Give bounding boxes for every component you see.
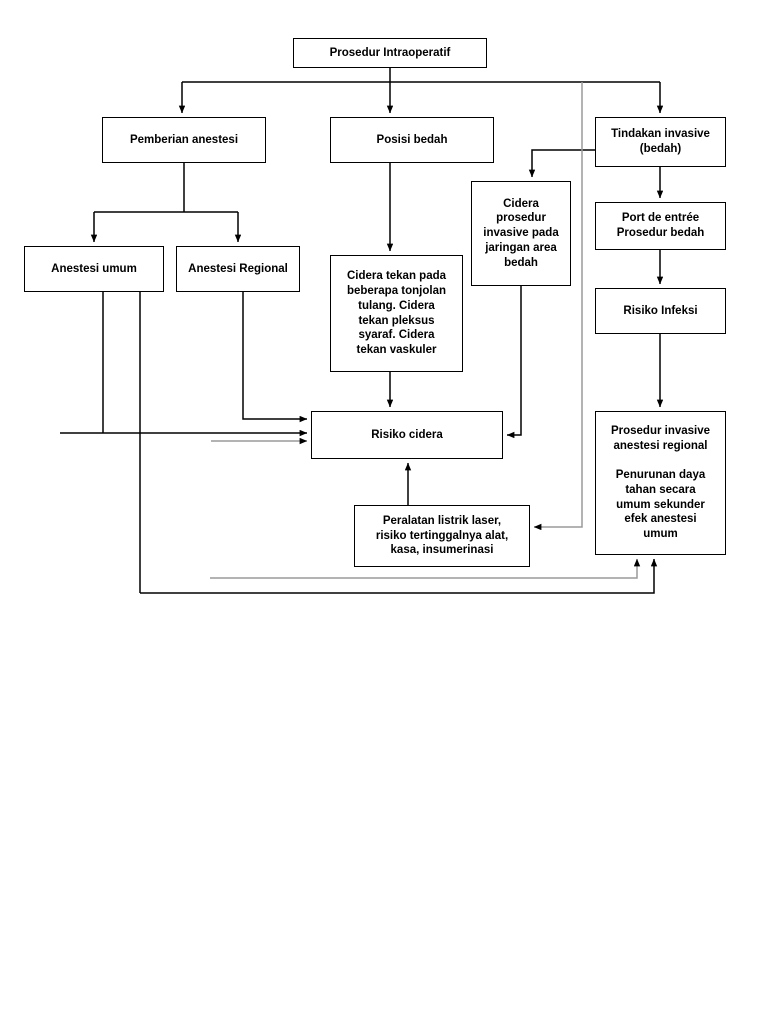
node-pemberian-anestesi[interactable]: Pemberian anestesi bbox=[102, 117, 266, 163]
node-label: Anestesi Regional bbox=[188, 262, 288, 275]
node-label: Prosedur Intraoperatif bbox=[329, 46, 451, 59]
node-risiko-infeksi[interactable]: Risiko Infeksi bbox=[595, 288, 726, 334]
node-label: Pemberian anestesi bbox=[129, 133, 239, 146]
node-risiko-cidera[interactable]: Risiko cidera bbox=[311, 411, 503, 459]
node-label: Anestesi umum bbox=[51, 262, 137, 275]
wire-cidera-prosedur-to-risiko-cidera bbox=[506, 286, 522, 439]
node-label: Prosedur invasive anestesi regional Penu… bbox=[610, 425, 711, 541]
node-prosedur-intraoperatif[interactable]: Prosedur Intraoperatif bbox=[293, 38, 487, 68]
node-anestesi-umum[interactable]: Anestesi umum bbox=[24, 246, 164, 292]
node-label: Risiko cidera bbox=[371, 428, 443, 441]
node-label: Cidera tekan pada beberapa tonjolan tula… bbox=[346, 270, 447, 356]
node-prosedur-invasive-anestesi-regional[interactable]: Prosedur invasive anestesi regional Penu… bbox=[595, 411, 726, 555]
node-cidera-tekan[interactable]: Cidera tekan pada beberapa tonjolan tula… bbox=[330, 255, 463, 372]
node-label: Peralatan listrik laser, risiko tertingg… bbox=[375, 514, 509, 557]
wire-tindakan-left-elbow bbox=[531, 149, 595, 163]
wire-faded-spine-to-peralatan bbox=[533, 82, 583, 531]
node-port-de-entree[interactable]: Port de entrée Prosedur bedah bbox=[595, 202, 726, 250]
node-label: Posisi bedah bbox=[376, 133, 448, 146]
node-label: Tindakan invasive (bedah) bbox=[611, 128, 710, 155]
node-label: Cidera prosedur invasive pada jaringan a… bbox=[483, 197, 559, 269]
node-label: Risiko Infeksi bbox=[623, 304, 698, 317]
wire-anestesi-regional-to-risiko-cidera bbox=[242, 292, 308, 423]
node-label: Port de entrée Prosedur bedah bbox=[616, 212, 705, 239]
node-posisi-bedah[interactable]: Posisi bedah bbox=[330, 117, 494, 163]
node-cidera-prosedur-invasive[interactable]: Cidera prosedur invasive pada jaringan a… bbox=[471, 181, 571, 286]
node-peralatan-listrik[interactable]: Peralatan listrik laser, risiko tertingg… bbox=[354, 505, 530, 567]
node-tindakan-invasive[interactable]: Tindakan invasive (bedah) bbox=[595, 117, 726, 167]
node-anestesi-regional[interactable]: Anestesi Regional bbox=[176, 246, 300, 292]
